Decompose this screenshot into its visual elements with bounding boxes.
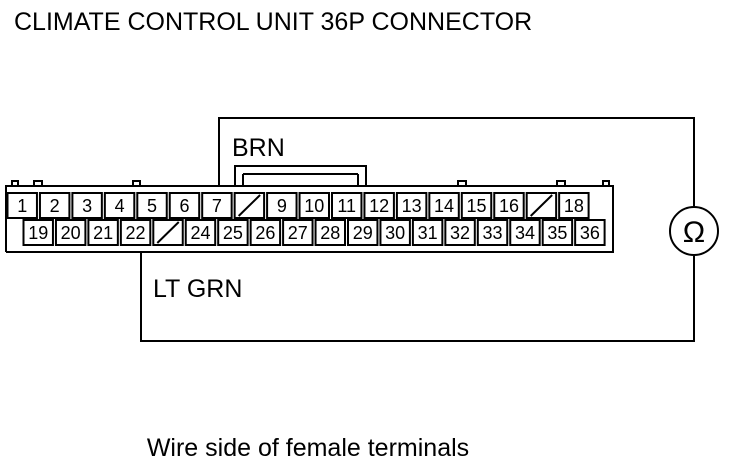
pin-cell: [282, 219, 314, 246]
pin-label: 31: [418, 223, 438, 243]
connector-outline: [5, 185, 614, 253]
diagram-title: CLIMATE CONTROL UNIT 36P CONNECTOR: [14, 8, 532, 36]
pin-label: 35: [547, 223, 567, 243]
pin-cell: [314, 219, 346, 246]
unused-pin-slash: [530, 194, 553, 217]
pin-cell: [6, 192, 38, 219]
pin-label: 27: [288, 223, 308, 243]
pin-label: 7: [212, 196, 222, 216]
pin-cell: [119, 219, 152, 246]
wire-label-brn: BRN: [232, 134, 285, 162]
pin-cell: [54, 219, 87, 246]
pin-cell: [460, 192, 493, 219]
pin-label: 22: [126, 223, 146, 243]
pin-label: 13: [402, 196, 422, 216]
test-circuit: Ω: [140, 117, 719, 342]
pin-cell: [152, 219, 184, 246]
pin-label: 3: [82, 196, 92, 216]
unused-pin-slash: [156, 221, 180, 244]
pin-cell: [87, 219, 119, 246]
pin-label: 4: [115, 196, 125, 216]
pin-cell: [493, 192, 525, 219]
pin-label: 18: [564, 196, 584, 216]
pin-cell: [266, 192, 298, 219]
pin-label: 26: [255, 223, 275, 243]
pin-label: 36: [580, 223, 600, 243]
pin-cell: [363, 192, 395, 219]
pin-label: 21: [93, 223, 113, 243]
ltgrn-wire-path: [140, 252, 695, 342]
pin-label: 6: [179, 196, 189, 216]
pin-label: 28: [320, 223, 340, 243]
pin-cell: [38, 192, 71, 219]
pin-cell: [509, 219, 541, 246]
pin-cell: [184, 219, 217, 246]
pin-label: 1: [17, 196, 27, 216]
pin-cell: [201, 192, 233, 219]
pin-label: 33: [483, 223, 503, 243]
pin-label: 19: [28, 223, 48, 243]
unused-pin-slash: [237, 194, 261, 217]
pin-label: 16: [499, 196, 519, 216]
pin-label: 10: [304, 196, 324, 216]
pin-label: 25: [223, 223, 243, 243]
pin-label: 29: [353, 223, 373, 243]
pin-label: 15: [467, 196, 487, 216]
pin-label: 14: [434, 196, 454, 216]
pin-cell: [444, 219, 476, 246]
pin-cell: [331, 192, 363, 219]
ohmmeter-symbol: [669, 206, 719, 256]
pin-cell: [168, 192, 201, 219]
pin-cell: [103, 192, 136, 219]
pin-cell: [249, 219, 282, 246]
pin-label: 12: [369, 196, 389, 216]
pin-label: 5: [147, 196, 157, 216]
caption: Wire side of female terminals: [147, 434, 469, 462]
pin-cell: [411, 219, 444, 246]
pin-cell: [217, 219, 249, 246]
connector-keys: [11, 180, 610, 186]
pin-label: 20: [61, 223, 81, 243]
pin-cell: [233, 192, 266, 219]
ohm-icon: Ω: [683, 216, 705, 249]
pin-label: 34: [515, 223, 535, 243]
pin-cell: [476, 219, 509, 246]
brn-wire-path: [218, 117, 695, 206]
pin-cell: [298, 192, 330, 219]
pin-cell: [541, 219, 574, 246]
pin-label: 11: [337, 196, 356, 216]
pin-label: 2: [50, 196, 60, 216]
pin-label: 24: [190, 223, 210, 243]
pin-label: 30: [385, 223, 405, 243]
pin-cell: [558, 192, 590, 219]
locking-tab: [234, 165, 367, 186]
pin-cell: [525, 192, 558, 219]
pin-cell: [395, 192, 428, 219]
pin-label: 9: [277, 196, 287, 216]
wire-label-ltgrn: LT GRN: [153, 275, 242, 303]
pin-label: 32: [450, 223, 470, 243]
pin-cell: [574, 219, 606, 246]
pin-cell: [136, 192, 168, 219]
pin-cell: [347, 219, 379, 246]
pin-cell: [22, 219, 54, 246]
pin-cell: [71, 192, 103, 219]
pin-cell: [379, 219, 411, 246]
pin-cell: [428, 192, 460, 219]
